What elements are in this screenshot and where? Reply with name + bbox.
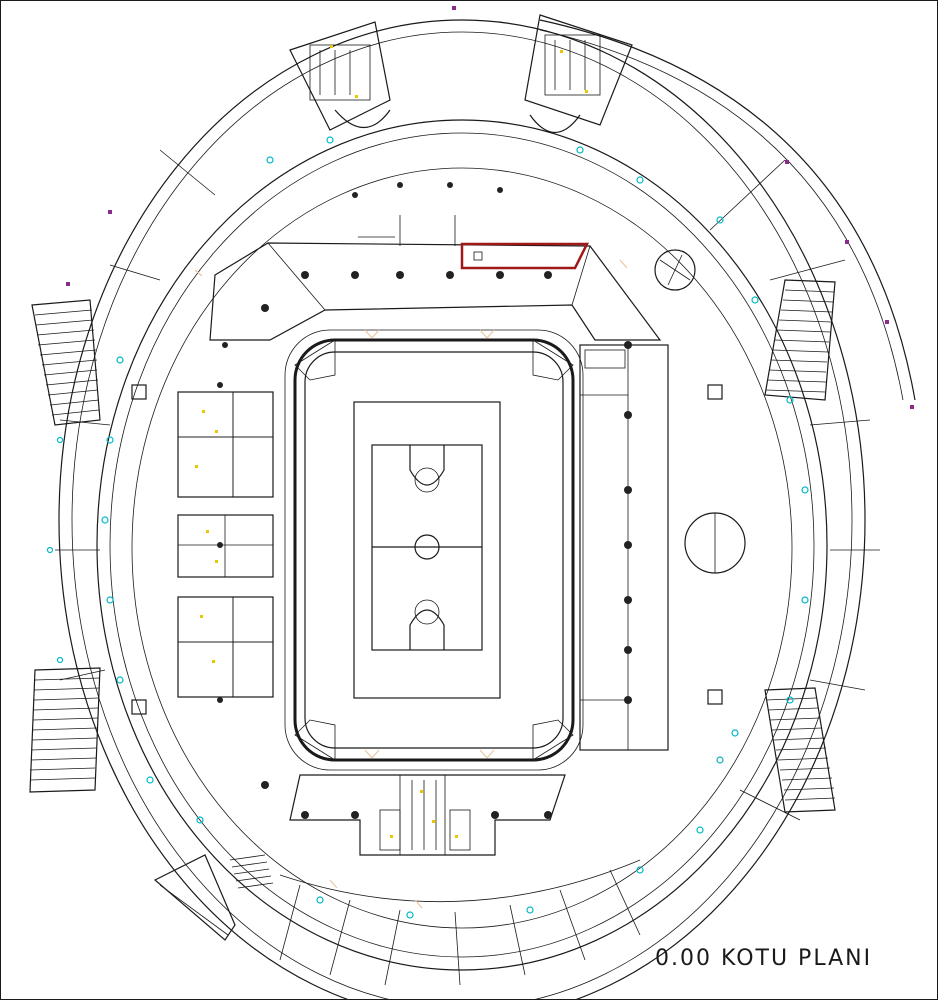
north-service-blocks [289,14,633,133]
north-hall [209,215,662,341]
facade-panel-northwest [31,299,101,426]
canopy-arc-inner [539,29,904,401]
outer-shell [58,19,866,1000]
facade-panel-northeast [764,279,836,401]
west-rooms [177,391,274,698]
yellow-markers [195,45,588,838]
south-bays [279,859,641,986]
concourse-ring [96,119,828,971]
plan-title: 0.00 KOTU PLANI [655,946,873,971]
purple-markers [66,6,914,409]
door-markers [194,259,628,909]
circular-stairs [654,249,746,574]
structural-columns [217,182,632,819]
cyan-markers [46,136,809,919]
facade-panel-southeast [764,687,836,813]
facade-panel-southwest [29,667,101,793]
seating-bowl [284,329,584,771]
canopy-arc [539,19,916,401]
basketball-court [353,401,501,699]
outer-wall-ring [58,19,866,1000]
east-concourse [579,344,669,751]
square-columns [131,384,723,715]
outer-wall-ring-inner [71,31,853,1000]
south-service-block [289,774,566,856]
highlighted-room [460,242,590,270]
concourse-ring-inner [109,132,815,958]
southwest-stair [153,854,274,941]
inner-hall-ring [131,167,793,929]
